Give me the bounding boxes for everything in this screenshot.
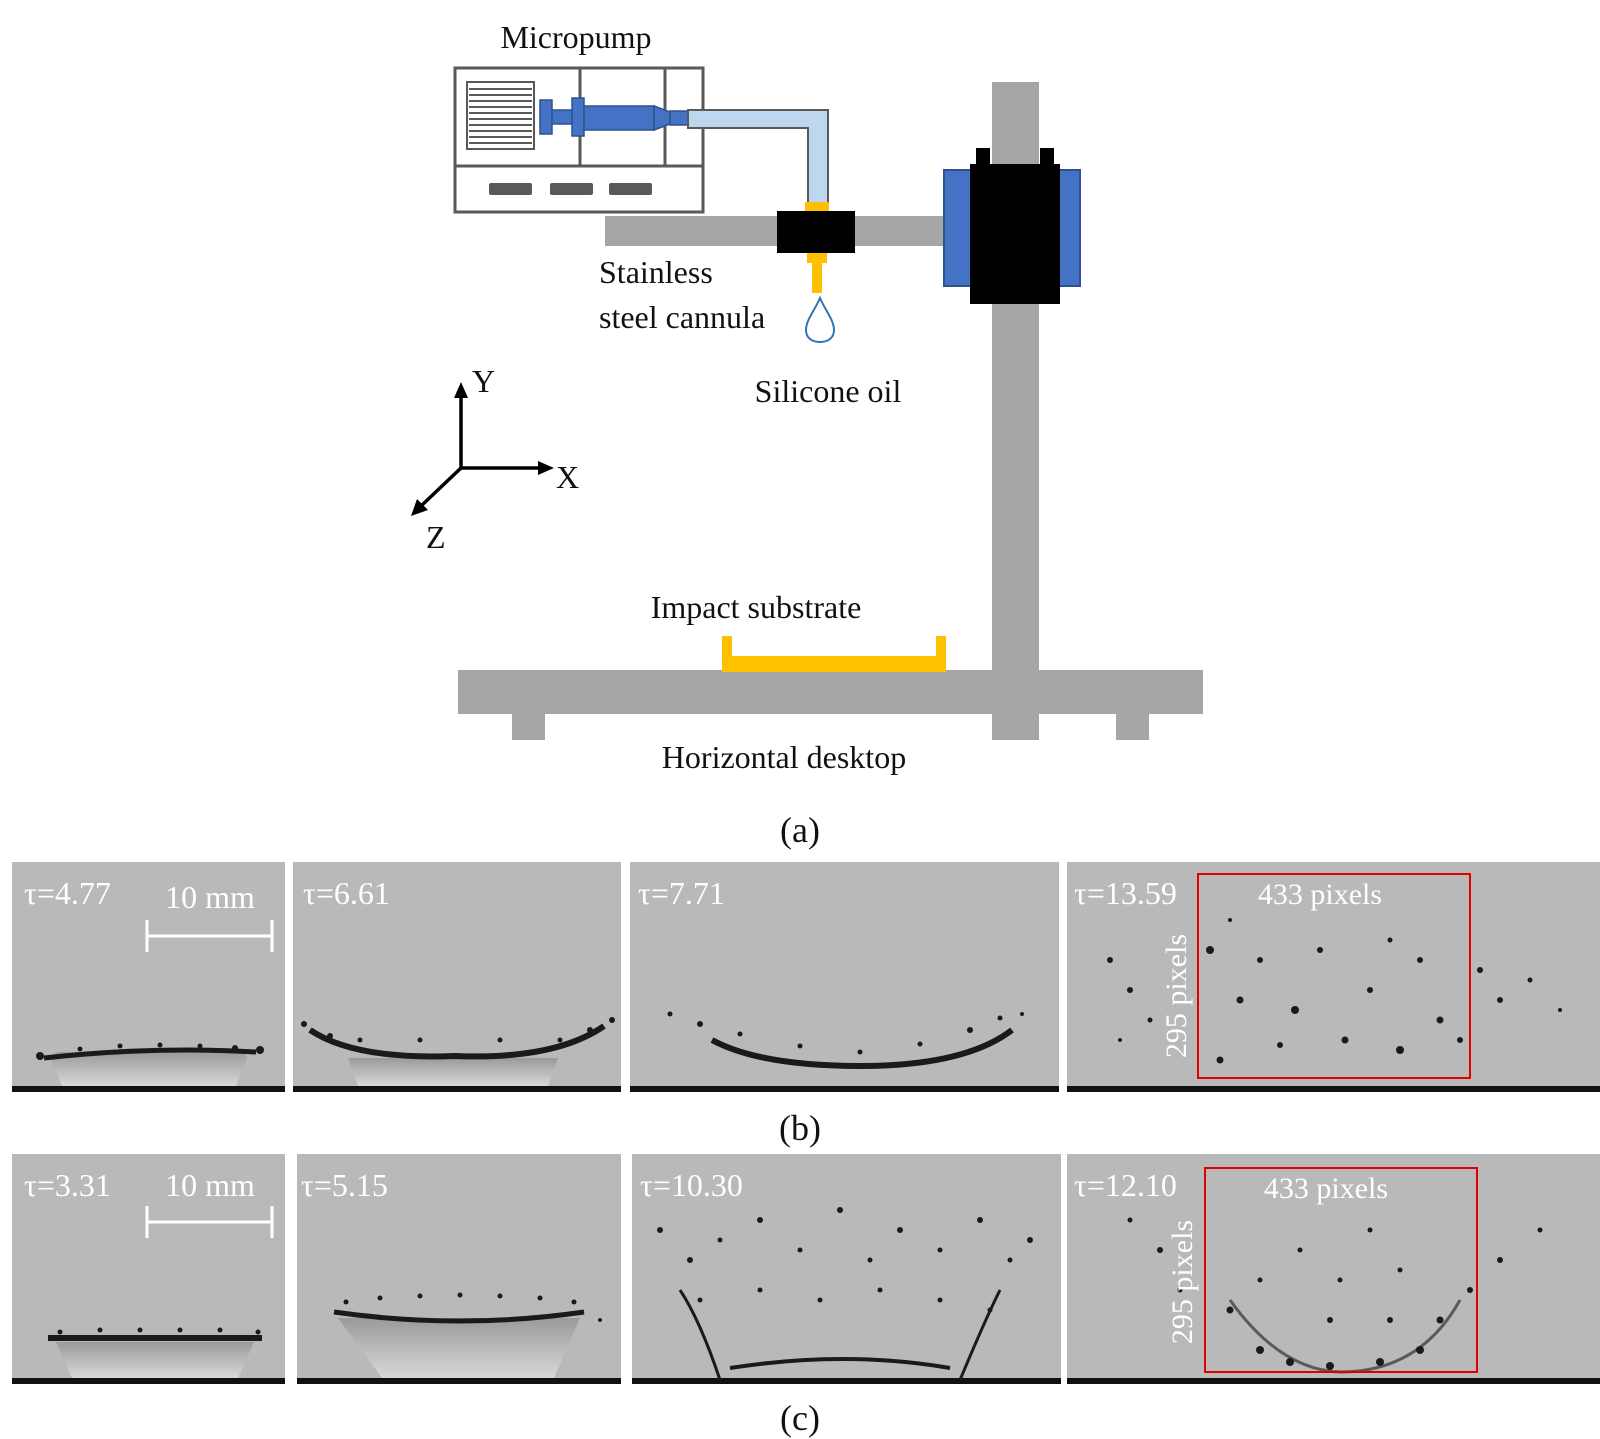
panel-b3: τ=7.71: [630, 862, 1059, 1092]
tau-label: τ=7.71: [638, 875, 725, 911]
cannula-tip: [812, 263, 822, 293]
tau-label: τ=13.59: [1074, 875, 1177, 911]
cannula-label-line2: steel cannula: [599, 299, 765, 335]
panel-b2: τ=6.61: [293, 862, 621, 1092]
tau-label: τ=4.77: [24, 875, 111, 911]
measurement-box: [1197, 873, 1471, 1079]
desktop-label: Horizontal desktop: [662, 739, 906, 775]
panel-c4: τ=12.10 433 pixels 295 pixels: [1067, 1154, 1600, 1384]
cannula-label-line1: Stainless: [599, 254, 713, 290]
box-width-label: 433 pixels: [1264, 1172, 1388, 1205]
scale-bar-label: 10 mm: [165, 1167, 255, 1203]
cannula-holder: [777, 211, 855, 253]
micropump: [453, 66, 705, 214]
tau-label: τ=6.61: [303, 875, 390, 911]
axis-y-label: Y: [472, 363, 495, 399]
scale-bar: [145, 1206, 274, 1238]
setup-diagram: Micropump Stainless steel cannula Silico…: [411, 19, 1203, 850]
stand-foot-right: [1116, 712, 1149, 740]
axes-icon: [411, 382, 554, 516]
tau-label: τ=12.10: [1074, 1167, 1177, 1203]
camera: [943, 148, 1081, 304]
axis-z-label: Z: [426, 519, 446, 555]
stand-foot-left: [512, 712, 545, 740]
brass-fitting-top: [805, 202, 829, 212]
impact-substrate: [722, 636, 946, 672]
panel-b1: τ=4.77 10 mm: [12, 862, 285, 1092]
tau-label: τ=5.15: [301, 1167, 388, 1203]
box-width-label: 433 pixels: [1258, 878, 1382, 911]
tube: [687, 109, 829, 205]
panel-b4: τ=13.59 433 pixels 295 pixels: [1067, 862, 1600, 1092]
row-b: τ=4.77 10 mm τ=6.61 τ=7.71: [12, 862, 1600, 1148]
caption-a: (a): [780, 810, 820, 850]
oil-drop: [804, 295, 836, 344]
panel-c1: τ=3.31 10 mm: [12, 1154, 285, 1384]
axis-x-label: X: [556, 459, 579, 495]
box-height-label: 295 pixels: [1166, 1220, 1199, 1344]
tau-label: τ=10.30: [640, 1167, 743, 1203]
panel-c3: τ=10.30: [632, 1154, 1061, 1384]
row-c: τ=3.31 10 mm τ=5.15: [12, 1154, 1600, 1438]
stand-base: [458, 670, 1203, 714]
caption-b: (b): [779, 1108, 821, 1148]
scale-bar: [145, 920, 274, 952]
silicone-oil-label: Silicone oil: [755, 373, 902, 409]
substrate-label: Impact substrate: [651, 589, 862, 625]
measurement-box: [1204, 1167, 1478, 1373]
cannula-fitting: [807, 253, 827, 263]
tau-label: τ=3.31: [24, 1167, 111, 1203]
box-height-label: 295 pixels: [1160, 934, 1193, 1058]
scale-bar-label: 10 mm: [165, 879, 255, 915]
panel-c2: τ=5.15: [297, 1154, 621, 1384]
micropump-label: Micropump: [500, 19, 651, 55]
caption-c: (c): [780, 1398, 820, 1438]
